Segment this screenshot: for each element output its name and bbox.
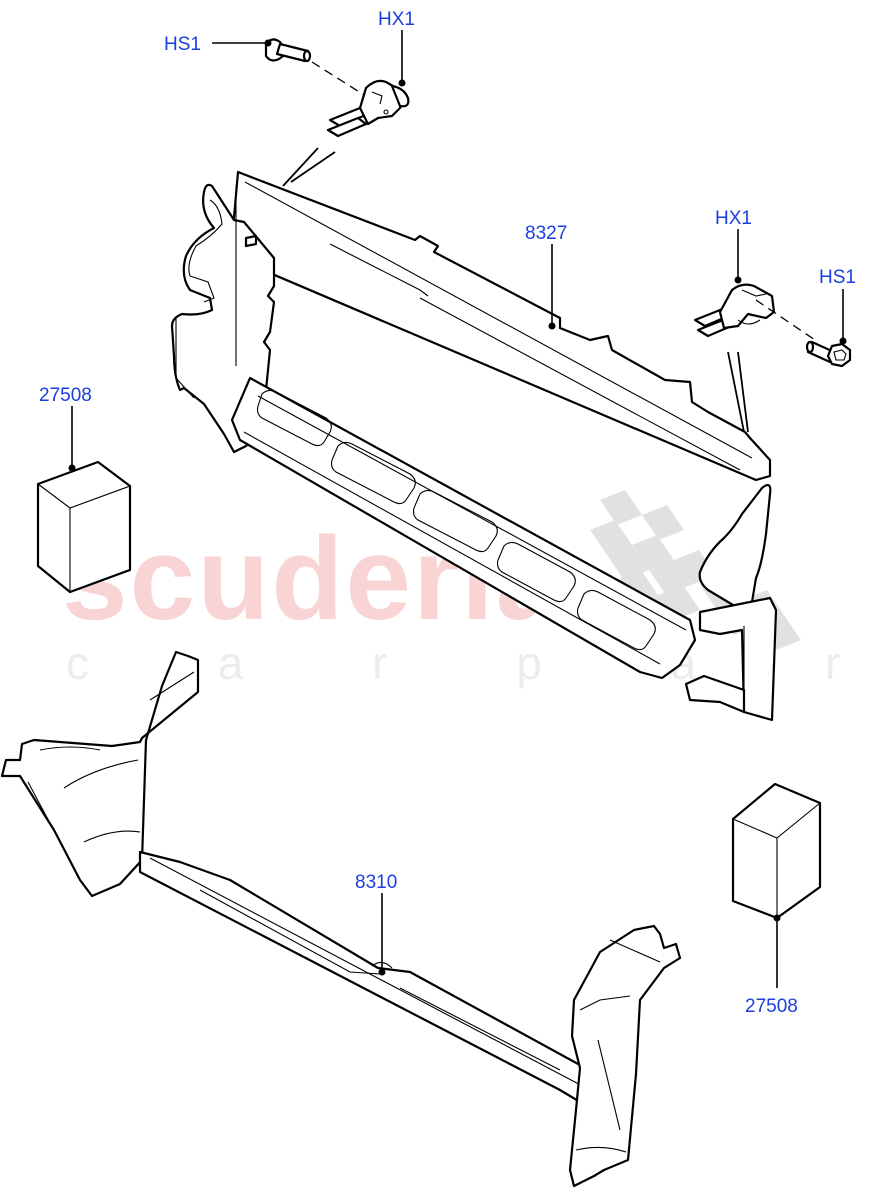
bracket-hx1-top <box>326 79 410 138</box>
callout-27508-left[interactable]: 27508 <box>39 385 92 406</box>
pointer-line <box>282 147 319 187</box>
assembly-dash-line <box>311 61 373 101</box>
block-27508-right <box>731 782 822 920</box>
assembly-dash-line <box>755 299 819 343</box>
callout-hs1-top[interactable]: HS1 <box>164 34 201 55</box>
lower-air-deflector-8310 <box>0 650 682 1188</box>
watermark-tagline: c a r p a r t s <box>66 637 869 689</box>
upper-radiator-surround-8327 <box>170 170 778 722</box>
pointer-line <box>727 351 745 433</box>
leader-lines <box>68 30 847 988</box>
bracket-hx1-right <box>693 283 776 338</box>
callout-hx1-top[interactable]: HX1 <box>378 9 415 30</box>
callout-8327[interactable]: 8327 <box>525 223 568 244</box>
bolt-hs1-right <box>805 340 852 368</box>
callout-27508-right[interactable]: 27508 <box>745 996 798 1017</box>
callout-hx1-right[interactable]: HX1 <box>715 208 752 229</box>
bolt-hs1-top <box>264 38 312 63</box>
pointer-line <box>290 151 336 183</box>
block-27508-left <box>36 460 132 594</box>
pointer-line <box>737 351 749 433</box>
callout-8310[interactable]: 8310 <box>355 872 398 893</box>
callout-hs1-right[interactable]: HS1 <box>819 267 856 288</box>
